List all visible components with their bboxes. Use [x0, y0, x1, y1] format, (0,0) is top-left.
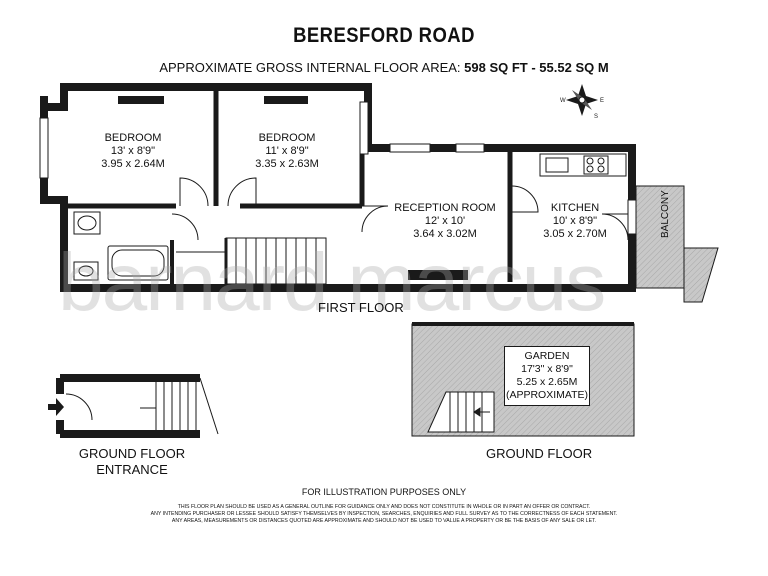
- plan-title: BERESFORD ROAD: [293, 24, 475, 47]
- room-label-reception: RECEPTION ROOM 12' x 10' 3.64 x 3.02M: [390, 202, 500, 241]
- room-size-metric: 3.95 x 2.64M: [101, 158, 165, 170]
- room-size-imperial: 17'3" x 8'9": [521, 363, 573, 375]
- first-floor-plan: [39, 83, 719, 303]
- room-size-metric: 3.35 x 2.63M: [255, 158, 319, 170]
- room-name: BEDROOM: [104, 132, 162, 144]
- garden-stairs: [427, 391, 495, 433]
- svg-text:E: E: [600, 98, 604, 104]
- disclaimer-line-2: ANY INTENDING PURCHASER OR LESSEE SHOULD…: [150, 511, 618, 517]
- entrance-label-line1: GROUND FLOOR: [78, 446, 186, 461]
- room-label-kitchen: KITCHEN 10' x 8'9" 3.05 x 2.70M: [530, 202, 620, 241]
- room-size-note: (APPROXIMATE): [505, 389, 589, 401]
- entrance-label-line2: ENTRANCE: [96, 462, 168, 477]
- room-label-balcony: BALCONY: [660, 190, 671, 238]
- room-name: BEDROOM: [258, 132, 316, 144]
- door-swings: [171, 177, 629, 241]
- floor-label-entrance: GROUND FLOOR ENTRANCE: [72, 446, 192, 478]
- room-size-imperial: 12' x 10': [424, 215, 466, 227]
- bathroom-fixtures: [73, 211, 169, 281]
- room-size-imperial: 10' x 8'9": [552, 215, 598, 227]
- disclaimer-line-3: ANY AREAS, MEASUREMENTS OR DISTANCES QUO…: [171, 518, 597, 524]
- compass-rose-icon: W E S: [560, 84, 604, 120]
- windows: [39, 101, 637, 235]
- first-floor-stairs: [176, 237, 327, 285]
- room-size-metric: 3.64 x 3.02M: [413, 228, 477, 240]
- room-label-garden: GARDEN 17'3" x 8'9" 5.25 x 2.65M (APPROX…: [504, 346, 590, 406]
- watermark-logo: barnard marcus: [58, 237, 606, 328]
- room-size-imperial: 11' x 8'9": [265, 145, 309, 157]
- balcony-step: [683, 247, 719, 303]
- room-label-bedroom-2: BEDROOM 11' x 8'9" 3.35 x 2.63M: [232, 132, 342, 171]
- first-floor-outer-wall: [40, 83, 636, 292]
- room-name: RECEPTION ROOM: [394, 202, 496, 214]
- floor-area-label: APPROXIMATE GROSS INTERNAL FLOOR AREA:: [159, 60, 461, 75]
- svg-text:S: S: [594, 114, 598, 120]
- room-label-bedroom-1: BEDROOM 13' x 8'9" 3.95 x 2.64M: [78, 132, 188, 171]
- disclaimer-text: THIS FLOOR PLAN SHOULD BE USED AS A GENE…: [100, 504, 668, 525]
- room-name: GARDEN: [524, 350, 570, 362]
- balcony-area: [635, 185, 685, 289]
- entrance-plan: [48, 374, 219, 438]
- room-name: KITCHEN: [550, 202, 600, 214]
- floor-area-text: APPROXIMATE GROSS INTERNAL FLOOR AREA: 5…: [0, 60, 768, 75]
- floor-label-ground: GROUND FLOOR: [486, 446, 593, 461]
- illustration-note: FOR ILLUSTRATION PURPOSES ONLY: [301, 487, 467, 497]
- disclaimer-line-1: THIS FLOOR PLAN SHOULD BE USED AS A GENE…: [177, 504, 591, 510]
- kitchen-fixtures: [539, 153, 627, 177]
- room-size-imperial: 13' x 8'9": [110, 145, 156, 157]
- floor-area-value: 598 SQ FT - 55.52 SQ M: [464, 60, 609, 75]
- floor-label-first: FIRST FLOOR: [318, 300, 404, 315]
- entrance-arrow-icon: [48, 398, 64, 416]
- radiators: [118, 96, 468, 280]
- svg-text:W: W: [560, 98, 566, 104]
- room-size-metric: 5.25 x 2.65M: [516, 376, 578, 388]
- room-size-metric: 3.05 x 2.70M: [543, 228, 607, 240]
